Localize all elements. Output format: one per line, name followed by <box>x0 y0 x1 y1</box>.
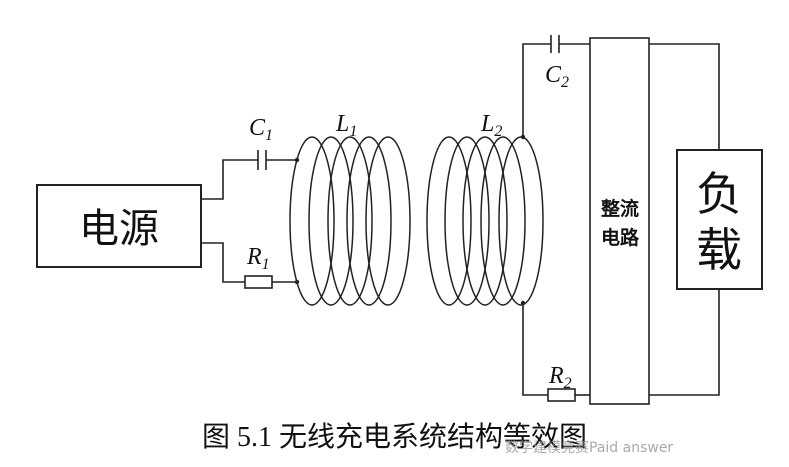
label-l1: L1 <box>335 111 357 140</box>
load-label-line1: 负 <box>696 167 742 221</box>
coil-l2 <box>426 136 544 306</box>
junction-dot <box>294 157 300 163</box>
capacitor-c2 <box>550 35 590 53</box>
source-bottom-wire <box>201 242 245 283</box>
label-c2: C2 <box>545 62 569 91</box>
load-bottom-wire <box>649 289 720 396</box>
resistor-r1 <box>244 275 297 289</box>
c2-branch-wire <box>522 43 551 137</box>
rectifier-box <box>589 37 650 405</box>
capacitor-c1 <box>257 150 297 170</box>
label-l2: L2 <box>480 111 502 140</box>
watermark: 数学建模竞赛Paid answer <box>505 440 674 456</box>
junction-dot <box>294 279 300 285</box>
load-label-line2: 载 <box>696 223 742 277</box>
caption-number: 5.1 <box>237 422 272 453</box>
label-c1: C1 <box>249 115 273 144</box>
resistor-r2 <box>547 388 590 402</box>
load-box <box>676 149 763 290</box>
rectifier-label-line1: 整流 <box>601 197 639 220</box>
source-top-wire <box>201 159 258 200</box>
figure-caption: 图 5.1 无线充电系统结构等效图 <box>0 418 789 458</box>
label-r1: R1 <box>246 244 270 273</box>
caption-title: 无线充电系统结构等效图 <box>279 422 588 453</box>
power-source-label: 电源 <box>79 206 159 252</box>
rectifier-label-line2: 电路 <box>601 226 640 249</box>
coil-l1 <box>289 136 411 306</box>
caption-prefix: 图 <box>201 422 230 453</box>
label-r2: R2 <box>548 363 572 392</box>
junction-dot <box>520 134 526 140</box>
power-source-box <box>36 184 202 268</box>
r2-branch-wire <box>522 303 548 396</box>
load-top-wire <box>649 43 720 150</box>
junction-dot <box>520 300 526 306</box>
